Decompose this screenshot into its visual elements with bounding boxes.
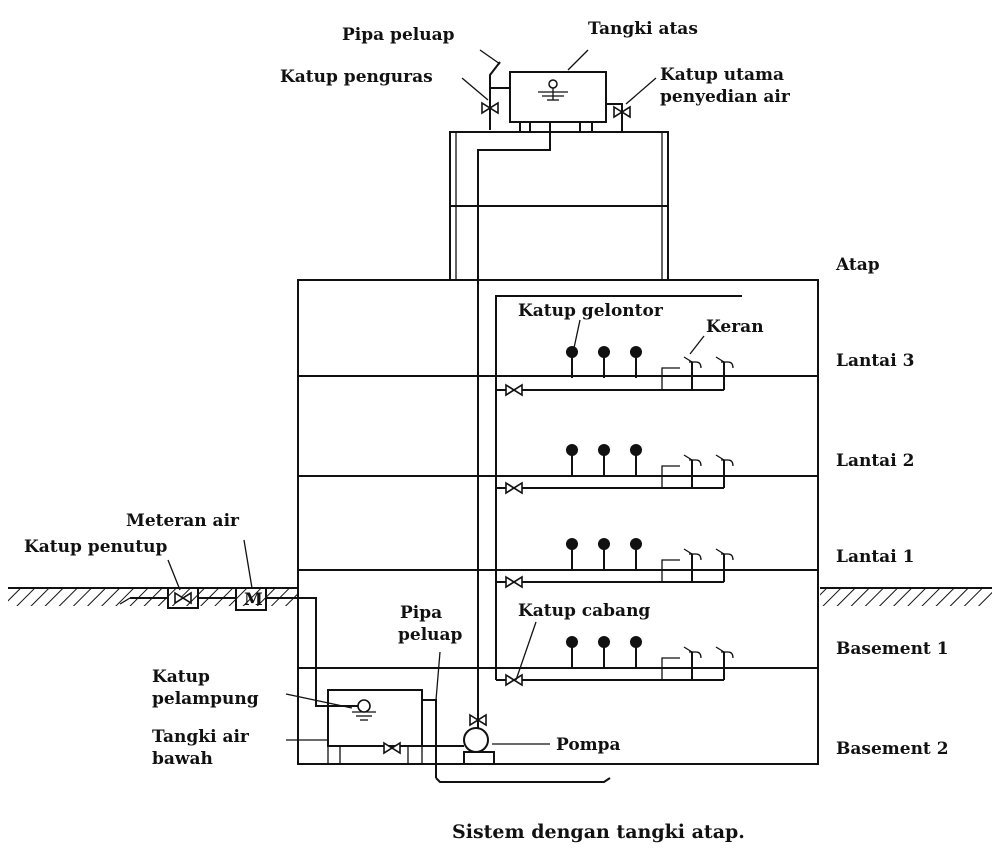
label-katup-penutup: Katup penutup [24, 537, 167, 557]
diagram-caption: Sistem dengan tangki atap. [452, 821, 745, 843]
floor-branch-lantai-2 [496, 443, 734, 494]
label-lantai-2: Lantai 2 [836, 451, 914, 471]
label-katup-gelontor: Katup gelontor [518, 301, 664, 321]
supply-line [119, 587, 360, 707]
label-meteran-air: Meteran air [126, 511, 240, 531]
upper-tank [509, 71, 607, 132]
label-pipa-peluap-top: Pipa peluap [342, 25, 455, 45]
label-pipa-peluap-bottom-2: peluap [398, 625, 463, 645]
label-katup-pelampung-2: pelampung [152, 689, 259, 709]
label-pipa-peluap-bottom-1: Pipa [400, 603, 442, 623]
lower-tank [327, 689, 423, 764]
label-atap: Atap [835, 255, 880, 275]
floor-branch-lantai-3 [496, 345, 734, 396]
label-katup-penguras: Katup penguras [280, 67, 433, 87]
label-pompa: Pompa [556, 735, 621, 755]
label-katup-utama-1: Katup utama [660, 65, 784, 85]
label-basement-2: Basement 2 [836, 739, 949, 759]
label-katup-pelampung-1: Katup [152, 667, 210, 687]
label-tangki-air-bawah-2: bawah [152, 749, 213, 769]
label-lantai-3: Lantai 3 [836, 351, 914, 371]
label-tangki-atas: Tangki atas [588, 19, 698, 39]
label-keran: Keran [706, 317, 764, 337]
floor-branch-lantai-1 [496, 537, 734, 588]
label-basement-1: Basement 1 [836, 639, 949, 659]
building-outline [297, 279, 819, 765]
upper-tank-pipes [477, 61, 742, 700]
label-katup-cabang: Katup cabang [518, 601, 650, 621]
label-katup-utama-2: penyedian air [660, 87, 791, 107]
leader-lines [167, 49, 705, 745]
label-lantai-1: Lantai 1 [836, 547, 914, 567]
label-tangki-air-bawah-1: Tangki air [152, 727, 250, 747]
roof-tower [449, 131, 669, 281]
label-meter-symbol: M [244, 590, 263, 610]
floor-branch-basement-1 [496, 635, 734, 686]
